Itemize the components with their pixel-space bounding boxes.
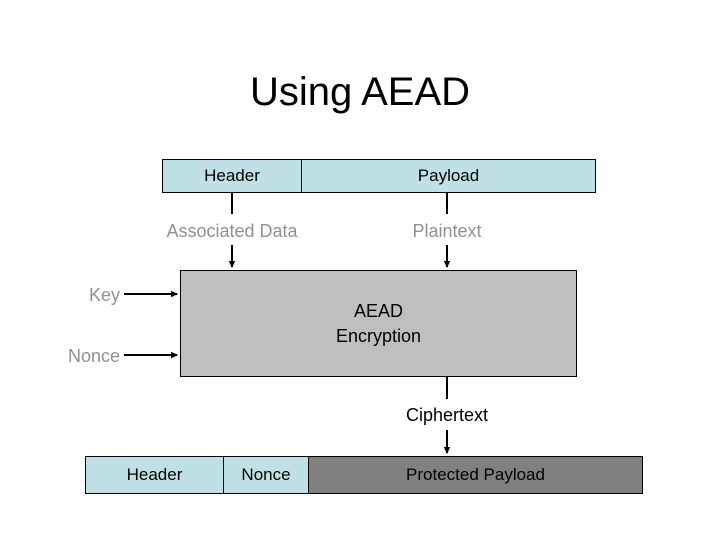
input-segment-payload: Payload	[301, 160, 595, 192]
output-segment-nonce: Nonce	[223, 457, 308, 493]
label-ciphertext: Ciphertext	[405, 405, 489, 425]
label-key: Key	[88, 285, 120, 305]
output-segment-header: Header	[86, 457, 223, 493]
aead-block-line-2: Encryption	[335, 325, 422, 346]
output-segment-protected-payload: Protected Payload	[308, 457, 642, 493]
input-packet-bar: Header Payload	[162, 159, 596, 193]
label-associated-data: Associated Data	[166, 221, 298, 241]
aead-encryption-block: AEAD Encryption	[180, 270, 577, 377]
page-title: Using AEAD	[249, 70, 471, 114]
label-plaintext: Plaintext	[412, 221, 482, 241]
aead-block-line-1: AEAD	[353, 300, 404, 321]
label-nonce: Nonce	[67, 346, 120, 366]
input-segment-header: Header	[163, 160, 301, 192]
output-packet-bar: Header Nonce Protected Payload	[85, 456, 643, 494]
